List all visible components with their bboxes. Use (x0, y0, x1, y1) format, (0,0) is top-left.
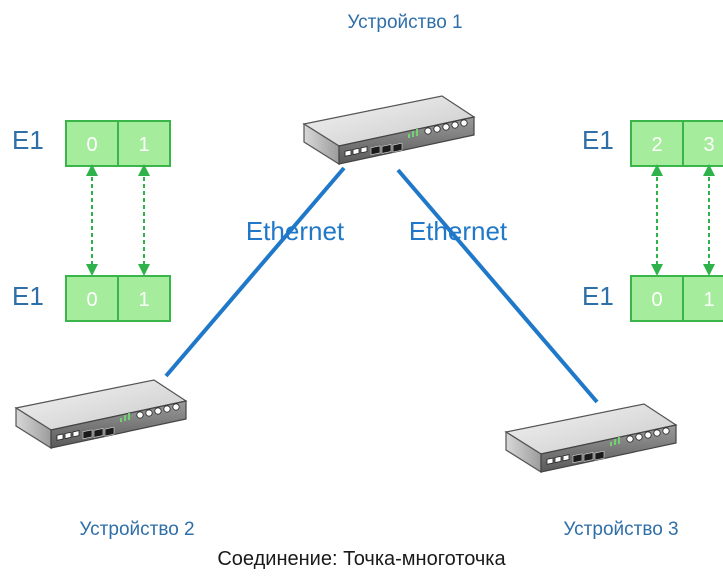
e1-cell-left-bottom-1 (117, 275, 171, 322)
diagram-caption: Соединение: Точка-многоточка (217, 548, 506, 570)
ethernet-link-left (164, 166, 346, 378)
e1-label-left-top: E1 (12, 125, 44, 155)
device-label-1: Устройство 1 (347, 12, 462, 33)
e1-label-right-bottom: E1 (582, 281, 614, 311)
ethernet-label-left: Ethernet (246, 216, 345, 246)
ethernet-label-right: Ethernet (409, 216, 508, 246)
e1-cell-text: 1 (138, 289, 149, 311)
switch-icon-device-3 (505, 403, 677, 473)
e1-label-right-top: E1 (582, 125, 614, 155)
device-label-3: Устройство 3 (563, 519, 678, 540)
ethernet-link-right (396, 168, 599, 404)
e1-cell-right-bottom-1 (682, 275, 723, 322)
e1-cell-text: 0 (86, 134, 97, 156)
e1-cell-text: 0 (651, 289, 662, 311)
e1-label-left-bottom: E1 (12, 281, 44, 311)
switch-icon-device-2 (15, 379, 187, 449)
e1-group-right: E1 2 3 E1 0 1 (582, 120, 723, 322)
e1-cell-text: 1 (703, 289, 714, 311)
e1-cell-right-bottom-0 (630, 275, 684, 322)
e1-cell-text: 0 (86, 289, 97, 311)
device-label-2: Устройство 2 (79, 519, 194, 540)
e1-cell-text: 1 (138, 134, 149, 156)
e1-group-left: E1 0 1 E1 0 1 (12, 120, 171, 322)
switch-icon-device-1 (303, 95, 475, 165)
e1-cell-right-top-1 (682, 120, 723, 167)
e1-cell-text: 2 (651, 134, 662, 156)
e1-cell-text: 3 (703, 134, 714, 156)
